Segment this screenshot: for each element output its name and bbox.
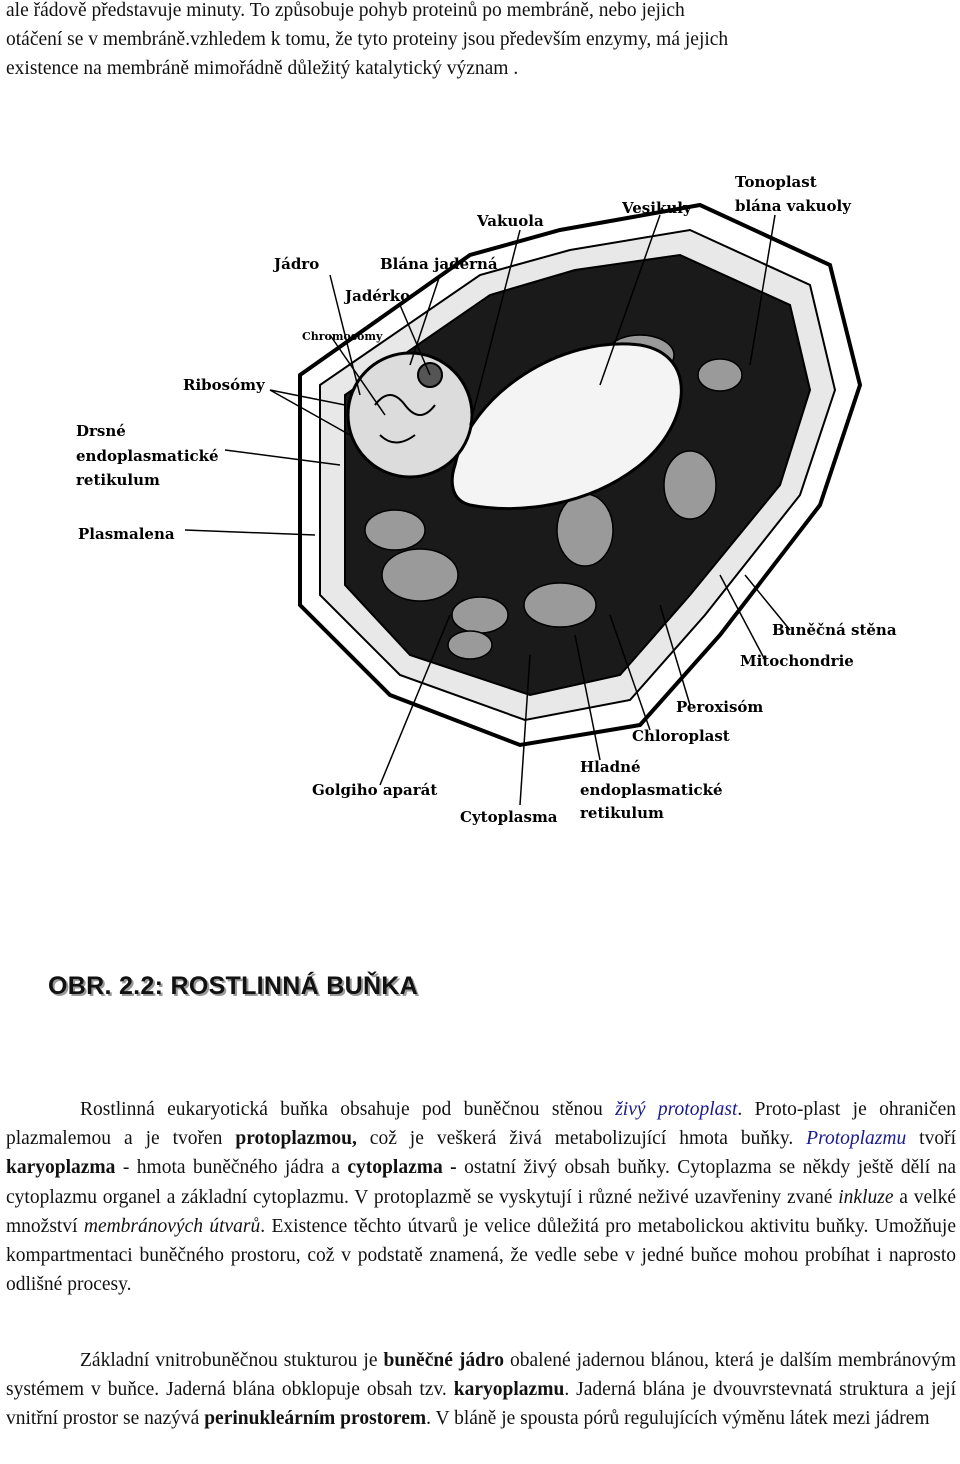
label-vesikuly: Vesikuly [621, 199, 693, 217]
label-mitochondrie: Mitochondrie [740, 652, 854, 670]
body-paragraph-2: Základní vnitrobuněčnou stukturou je bun… [6, 1346, 956, 1434]
label-drsne-1: Drsné [76, 422, 126, 440]
label-plasmalena: Plasmalena [78, 525, 175, 543]
label-chromosomy: Chromosómy [302, 330, 383, 343]
p1-text: - hmota buněčného jádra a [115, 1157, 348, 1179]
label-jadro: Jádro [272, 255, 319, 273]
label-hladne-2: endoplasmatické [580, 781, 723, 799]
body-paragraph-1: Rostlinná eukaryotická buňka obsahuje po… [6, 1095, 956, 1299]
p1-bold-protoplazmou: protoplazmou, [235, 1128, 357, 1150]
p1-text: Rostlinná eukaryotická buňka obsahuje po… [80, 1099, 616, 1120]
label-cytoplasma: Cytoplasma [460, 808, 558, 826]
label-drsne-3: retikulum [76, 471, 160, 489]
label-jaderko: Jadérko [343, 287, 410, 305]
p1-italic-protoplast: živý protoplast [615, 1099, 738, 1120]
p2-bold-bunecne-jadro: buněčné jádro [383, 1350, 505, 1371]
p2-bold-perinuklearni: perinukleárním prostorem [204, 1408, 427, 1430]
p2-text: . Jaderná blána je dvouvrstevnatá strukt… [6, 1379, 956, 1430]
nucleus [346, 351, 474, 479]
label-blana-jaderna: Blána jaderná [380, 255, 498, 273]
intro-line-1: ale řádově představuje minuty. To způsob… [6, 0, 685, 21]
label-tonoplast: Tonoplast [735, 173, 817, 191]
vacuole [450, 342, 683, 511]
figure-caption: OBR. 2.2: ROSTLINNÁ BUŇKA [48, 972, 419, 1000]
leader-lines [184, 214, 791, 806]
plant-cell-figure: Tonoplast blána vakuoly Vesikuly Vakuola… [0, 135, 960, 855]
p1-text: . Proto- [737, 1099, 804, 1120]
intro-line-2: otáčení se v membráně.vzhledem k tomu, ž… [6, 29, 729, 51]
p2-bold-karyoplazmu: karyoplazmu [453, 1379, 565, 1401]
label-hladne-1: Hladné [580, 758, 641, 776]
label-hladne-3: retikulum [580, 804, 664, 822]
p2-text: . V bláně je spousta pórů regulujících v… [426, 1408, 930, 1430]
label-vakuola: Vakuola [476, 212, 544, 230]
p1-text: což je veškerá živá metabolizující hmota… [356, 1128, 807, 1150]
plant-cell-diagram: Tonoplast blána vakuoly Vesikuly Vakuola… [76, 173, 897, 826]
label-chloroplast: Chloroplast [632, 727, 730, 745]
p1-text: plast je ohraničen plazmalemou a je tvoř… [6, 1099, 957, 1150]
p1-italic-membranovych: membránových útvarů [83, 1215, 261, 1237]
p1-bold-cytoplazma: cytoplazma - [347, 1157, 457, 1179]
label-drsne-2: endoplasmatické [76, 447, 219, 465]
p1-text: ostatní živý obsah buňky. Cytoplazma se … [6, 1157, 956, 1208]
p2-text: obalené jadernou blánou, která je dalším… [6, 1350, 956, 1401]
p1-bold-karyoplazma: karyoplazma [6, 1157, 116, 1179]
intro-line-3: existence na membráně mimořádně důležitý… [6, 58, 519, 80]
label-ribosomy: Ribosómy [183, 376, 266, 394]
p2-text: Základní vnitrobuněčnou stukturou je [80, 1350, 384, 1371]
intro-paragraph: ale řádově představuje minuty. To způsob… [6, 0, 956, 84]
label-golgiho: Golgiho aparát [312, 781, 437, 799]
p1-text: . Existence těchto útvarů je velice důle… [6, 1215, 956, 1296]
label-peroxisom: Peroxisóm [676, 698, 763, 716]
label-bunecna-stena: Buněčná stěna [772, 621, 897, 639]
p1-text: tvoří [906, 1128, 956, 1150]
p1-italic-protoplazmu: Protoplazmu [806, 1128, 907, 1150]
label-tonoplast-sub: blána vakuoly [735, 197, 852, 215]
p1-italic-inkluze: inkluze [838, 1186, 894, 1208]
p1-text: a velké množství [6, 1186, 956, 1237]
